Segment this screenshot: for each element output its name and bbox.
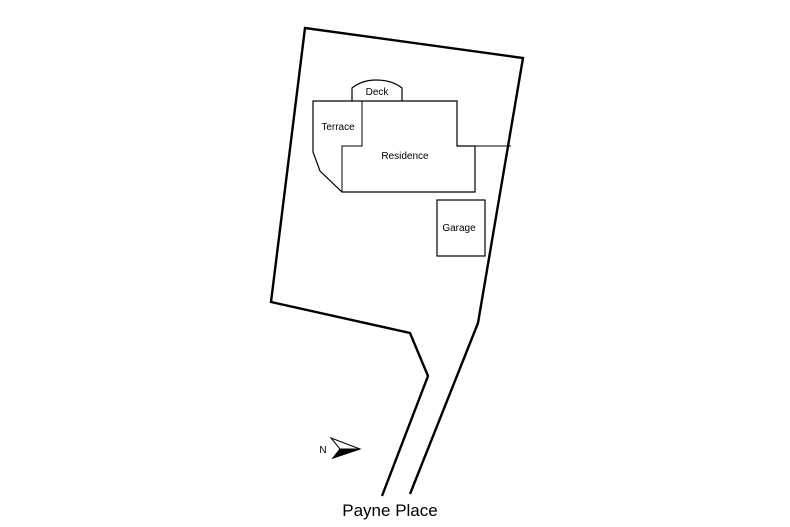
garage-label: Garage	[442, 223, 476, 234]
property-boundary	[269, 26, 525, 497]
terrace-label: Terrace	[321, 122, 355, 133]
residence-label: Residence	[381, 151, 429, 162]
north-arrow-icon	[329, 436, 362, 459]
deck-label: Deck	[366, 87, 390, 98]
garage-outline	[436, 199, 486, 257]
street-name: Payne Place	[342, 501, 437, 520]
deck-outline	[351, 79, 403, 101]
north-arrow-letter: N	[319, 445, 326, 456]
terrace-divider	[341, 101, 363, 192]
residence-outline	[312, 100, 476, 193]
